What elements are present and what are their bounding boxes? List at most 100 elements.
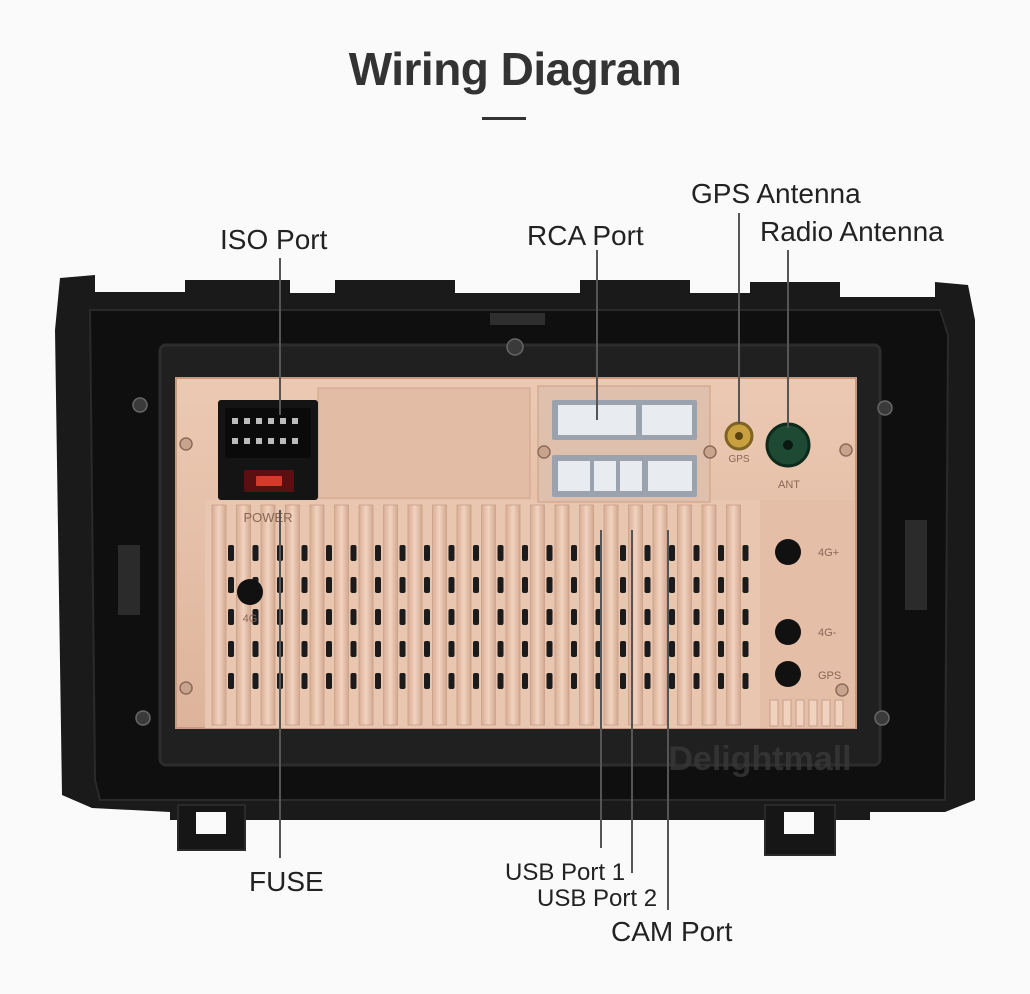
- vent-slot: [571, 577, 577, 593]
- vent-slot: [473, 641, 479, 657]
- vent-slot: [718, 673, 724, 689]
- vent-slot: [473, 673, 479, 689]
- vent-slot: [350, 577, 357, 593]
- vent-slot: [375, 609, 381, 625]
- rca-port-label: RCA Port: [527, 220, 644, 251]
- vent-slot: [742, 577, 749, 593]
- port-hole-4g-plus: [775, 539, 801, 565]
- heatsink-fin: [726, 504, 741, 726]
- diagram-title: Wiring Diagram: [348, 43, 682, 95]
- vent-slot: [301, 609, 308, 625]
- heatsink-fin: [260, 504, 276, 726]
- port-hole-4g-minus: [775, 619, 801, 645]
- heatsink-fin: [456, 504, 472, 726]
- vent-slot: [669, 641, 675, 657]
- vent-slot: [693, 673, 700, 689]
- vent-slot: [473, 609, 479, 625]
- vent-slot: [497, 545, 504, 561]
- vent-slot: [448, 545, 455, 561]
- vent-slot: [669, 545, 675, 561]
- fuse-label: FUSE: [249, 866, 324, 897]
- heatsink-fin: [579, 504, 594, 726]
- vent-slot: [718, 641, 724, 657]
- heatsink-fin: [554, 504, 570, 726]
- port-hole-gps: [775, 661, 801, 687]
- iso-connector: [218, 400, 318, 500]
- vent-slot: [448, 673, 455, 689]
- gps-side-marking: GPS: [818, 670, 841, 682]
- vent-slot: [571, 673, 577, 689]
- vent-slot: [522, 673, 528, 689]
- vent-slot: [326, 577, 332, 593]
- gps-antenna-label: GPS Antenna: [691, 178, 861, 209]
- vent-slot: [718, 545, 724, 561]
- heatsink-fin: [677, 504, 692, 726]
- side-fin: [834, 699, 844, 727]
- vent-slot: [571, 609, 577, 625]
- vent-slot: [522, 641, 528, 657]
- vent-slot: [620, 545, 626, 561]
- vent-slot: [326, 673, 332, 689]
- heatsink-fin: [432, 504, 447, 726]
- heatsink-fin: [652, 504, 668, 726]
- vent-slot: [644, 545, 651, 561]
- vent-slot: [326, 641, 332, 657]
- vent-slot: [571, 545, 577, 561]
- vent-slot: [473, 577, 479, 593]
- vent-slot: [375, 641, 381, 657]
- vent-slot: [350, 673, 357, 689]
- power-marking: POWER: [243, 510, 292, 525]
- heatsink-fin: [701, 504, 717, 726]
- vent-slot: [742, 673, 749, 689]
- vent-slot: [350, 641, 357, 657]
- vent-slot: [228, 545, 234, 561]
- vent-slot: [399, 673, 406, 689]
- vent-slot: [497, 641, 504, 657]
- vent-slot: [620, 577, 626, 593]
- watermark-text: Delightmall: [668, 740, 851, 778]
- iso-port-label: ISO Port: [220, 224, 328, 255]
- heatsink-fin: [285, 504, 300, 726]
- vent-slot: [424, 545, 430, 561]
- 4g-marking: 4G: [243, 613, 258, 625]
- vent-slot: [473, 545, 479, 561]
- vent-slot: [326, 545, 332, 561]
- vent-slot: [252, 641, 259, 657]
- vent-slot: [252, 609, 259, 625]
- rear-panel: [175, 377, 857, 729]
- gps-socket: [724, 421, 754, 451]
- cam-port-label: CAM Port: [611, 916, 733, 947]
- vent-slot: [448, 577, 455, 593]
- vent-slot: [693, 577, 700, 593]
- vent-slot: [669, 673, 675, 689]
- vent-slot: [228, 673, 234, 689]
- title-underline: [482, 117, 526, 120]
- vent-slot: [399, 545, 406, 561]
- vent-slot: [228, 609, 234, 625]
- heatsink-fin: [481, 504, 496, 726]
- vent-slot: [669, 609, 675, 625]
- heatsink-fin: [628, 504, 643, 726]
- vent-slot: [546, 673, 553, 689]
- vent-slot: [301, 673, 308, 689]
- heatsink-fin: [383, 504, 398, 726]
- vent-slot: [326, 609, 332, 625]
- vent-slot: [424, 673, 430, 689]
- heatsink-fin: [530, 504, 545, 726]
- vent-slot: [522, 577, 528, 593]
- vent-slot: [522, 609, 528, 625]
- vent-slot: [424, 609, 430, 625]
- side-fin: [795, 699, 805, 727]
- vent-slot: [669, 577, 675, 593]
- side-fin: [782, 699, 792, 727]
- vent-slot: [399, 609, 406, 625]
- vent-slot: [644, 609, 651, 625]
- vent-slot: [644, 673, 651, 689]
- port-hole-4g: [237, 579, 263, 605]
- vent-slot: [375, 545, 381, 561]
- vent-slot: [301, 545, 308, 561]
- vent-slot: [546, 545, 553, 561]
- vent-slot: [301, 577, 308, 593]
- vent-slot: [252, 673, 259, 689]
